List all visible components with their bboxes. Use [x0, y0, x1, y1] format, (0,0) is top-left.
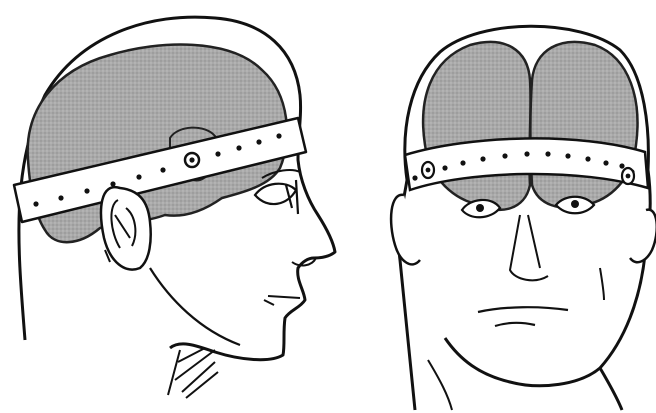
front-cheek-lines — [428, 268, 604, 410]
band-hole — [136, 174, 141, 179]
band-hole — [215, 151, 220, 156]
side-mouth — [264, 296, 300, 305]
front-right-pupil — [571, 200, 579, 208]
band-hole — [33, 201, 38, 206]
band-hole — [460, 160, 465, 165]
band-hole — [603, 160, 608, 165]
band-hole — [545, 151, 550, 156]
side-jaw — [150, 268, 240, 345]
front-nose — [510, 215, 548, 280]
front-left-pupil — [476, 204, 484, 212]
band-hole — [442, 165, 447, 170]
band-hole — [502, 153, 507, 158]
front-right-ear — [630, 210, 656, 263]
band-hole — [276, 133, 281, 138]
electrode-icon — [622, 168, 634, 184]
electrode-icon — [422, 162, 434, 178]
band-hole — [524, 151, 529, 156]
front-view-head — [391, 26, 656, 410]
band-hole — [585, 156, 590, 161]
band-hole — [84, 188, 89, 193]
band-hole — [412, 175, 417, 180]
front-mouth — [478, 307, 568, 326]
band-hole — [256, 139, 261, 144]
band-hole — [58, 195, 63, 200]
front-left-ear — [391, 195, 420, 265]
band-hole — [480, 156, 485, 161]
electrode-icon — [185, 153, 199, 167]
band-hole — [236, 145, 241, 150]
band-hole — [619, 163, 624, 168]
band-hole — [160, 167, 165, 172]
side-view-head — [14, 17, 335, 398]
band-hole — [110, 181, 115, 186]
brain-left-hemisphere — [423, 42, 530, 210]
band-hole — [565, 153, 570, 158]
